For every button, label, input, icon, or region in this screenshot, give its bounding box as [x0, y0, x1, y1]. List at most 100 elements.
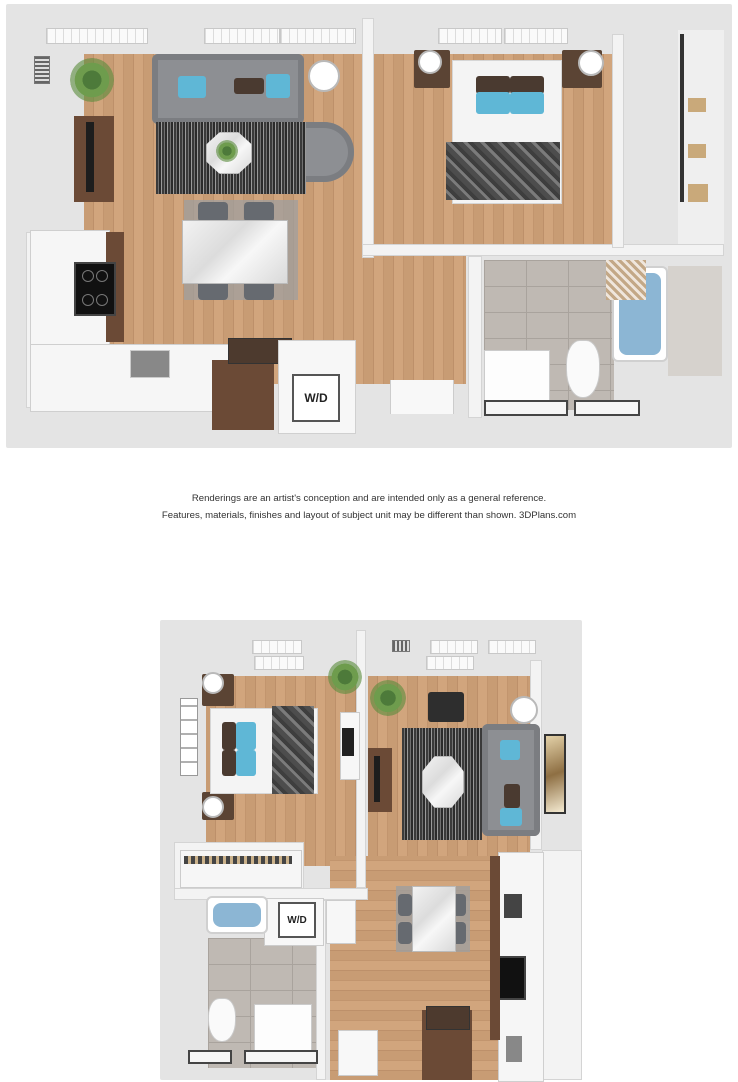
vent-icon	[392, 640, 410, 652]
kitchen-cabinet	[490, 856, 500, 1040]
tv	[86, 122, 94, 192]
bathroom-vanity	[484, 350, 550, 402]
window	[426, 656, 474, 670]
wall-art	[544, 734, 566, 814]
kitchen-island	[212, 360, 274, 430]
pillow	[234, 78, 264, 94]
dining-chair	[244, 280, 274, 300]
closet-rod	[680, 34, 684, 202]
stove	[496, 956, 526, 1000]
pillow	[476, 76, 510, 94]
toilet	[566, 340, 600, 398]
window	[252, 640, 302, 654]
closet-box	[688, 184, 708, 202]
window	[504, 28, 568, 44]
interior-wall	[316, 900, 326, 1080]
coffee-table	[206, 132, 252, 174]
window	[488, 640, 536, 654]
chaise	[298, 122, 354, 182]
plant-icon	[328, 660, 362, 694]
desk-chair	[342, 728, 354, 756]
closet-box	[688, 144, 706, 158]
interior-wall	[542, 850, 582, 1080]
pillow	[504, 784, 520, 808]
kitchen-sink	[506, 1036, 522, 1062]
tv-console	[74, 116, 114, 202]
pillow	[510, 92, 544, 114]
dining-chair	[198, 202, 228, 222]
lamp-icon	[202, 672, 224, 694]
lamp-icon	[308, 60, 340, 92]
sofa	[482, 724, 540, 836]
window	[438, 28, 502, 44]
floor-plan-upper: W/D	[6, 4, 732, 448]
window	[254, 656, 304, 670]
bath-mat	[484, 400, 568, 416]
washer-dryer: W/D	[278, 902, 316, 938]
dining-chair	[398, 894, 412, 916]
lamp-icon	[578, 50, 604, 76]
dining-table	[182, 220, 288, 284]
plant-icon	[70, 58, 114, 102]
closet-floor	[678, 30, 724, 244]
entry-door	[390, 380, 454, 414]
bed-blanket	[446, 142, 560, 200]
tv-console	[368, 748, 392, 812]
microwave	[504, 894, 522, 918]
interior-wall	[612, 34, 624, 248]
tv	[374, 756, 380, 802]
pillow	[510, 76, 544, 94]
kitchen-sink	[130, 350, 170, 378]
pillow	[500, 808, 522, 826]
pillow	[222, 750, 236, 776]
bath-mat	[574, 400, 640, 416]
utility-closet	[326, 900, 356, 944]
bed-blanket	[272, 706, 314, 794]
plant-icon	[370, 680, 406, 716]
dining-chair	[244, 202, 274, 222]
vent-icon	[34, 56, 50, 84]
floor-plan-lower: W/D	[160, 620, 582, 1082]
closet-box	[688, 98, 706, 112]
shower-curtain	[606, 260, 646, 300]
disclaimer-text: Renderings are an artist's conception an…	[0, 490, 738, 524]
pillow	[222, 722, 236, 750]
window	[280, 28, 356, 44]
entry-door	[338, 1030, 378, 1076]
interior-wall	[356, 630, 366, 888]
stove	[74, 262, 116, 316]
toilet	[208, 998, 236, 1042]
window	[46, 28, 148, 44]
pillow	[266, 74, 290, 98]
pillow	[500, 740, 520, 760]
pillow	[236, 750, 256, 776]
pillow	[178, 76, 206, 98]
lamp-icon	[202, 796, 224, 818]
interior-wall	[362, 244, 724, 256]
shower-area	[668, 266, 722, 376]
bath-mat	[188, 1050, 232, 1064]
lamp-icon	[418, 50, 442, 74]
pillow	[476, 92, 510, 114]
disclaimer-line-2: Features, materials, finishes and layout…	[161, 510, 577, 521]
interior-wall	[468, 256, 482, 418]
bathroom-vanity	[254, 1004, 312, 1054]
bath-mat	[244, 1050, 318, 1064]
sofa	[152, 54, 304, 124]
dining-chair	[198, 280, 228, 300]
coffee-table	[422, 756, 464, 808]
washer-dryer: W/D	[292, 374, 340, 422]
disclaimer-line-1: Renderings are an artist's conception an…	[191, 493, 547, 504]
closet-rod	[184, 856, 292, 864]
bathtub	[206, 896, 268, 934]
plant-icon	[216, 140, 238, 162]
dining-chair	[398, 922, 412, 944]
lamp-icon	[510, 696, 538, 724]
wall-art	[180, 698, 198, 776]
dining-table	[412, 886, 456, 952]
fridge	[426, 1006, 470, 1030]
accent-chair	[428, 692, 464, 722]
interior-wall	[362, 18, 374, 258]
window	[430, 640, 478, 654]
pillow	[236, 722, 256, 750]
